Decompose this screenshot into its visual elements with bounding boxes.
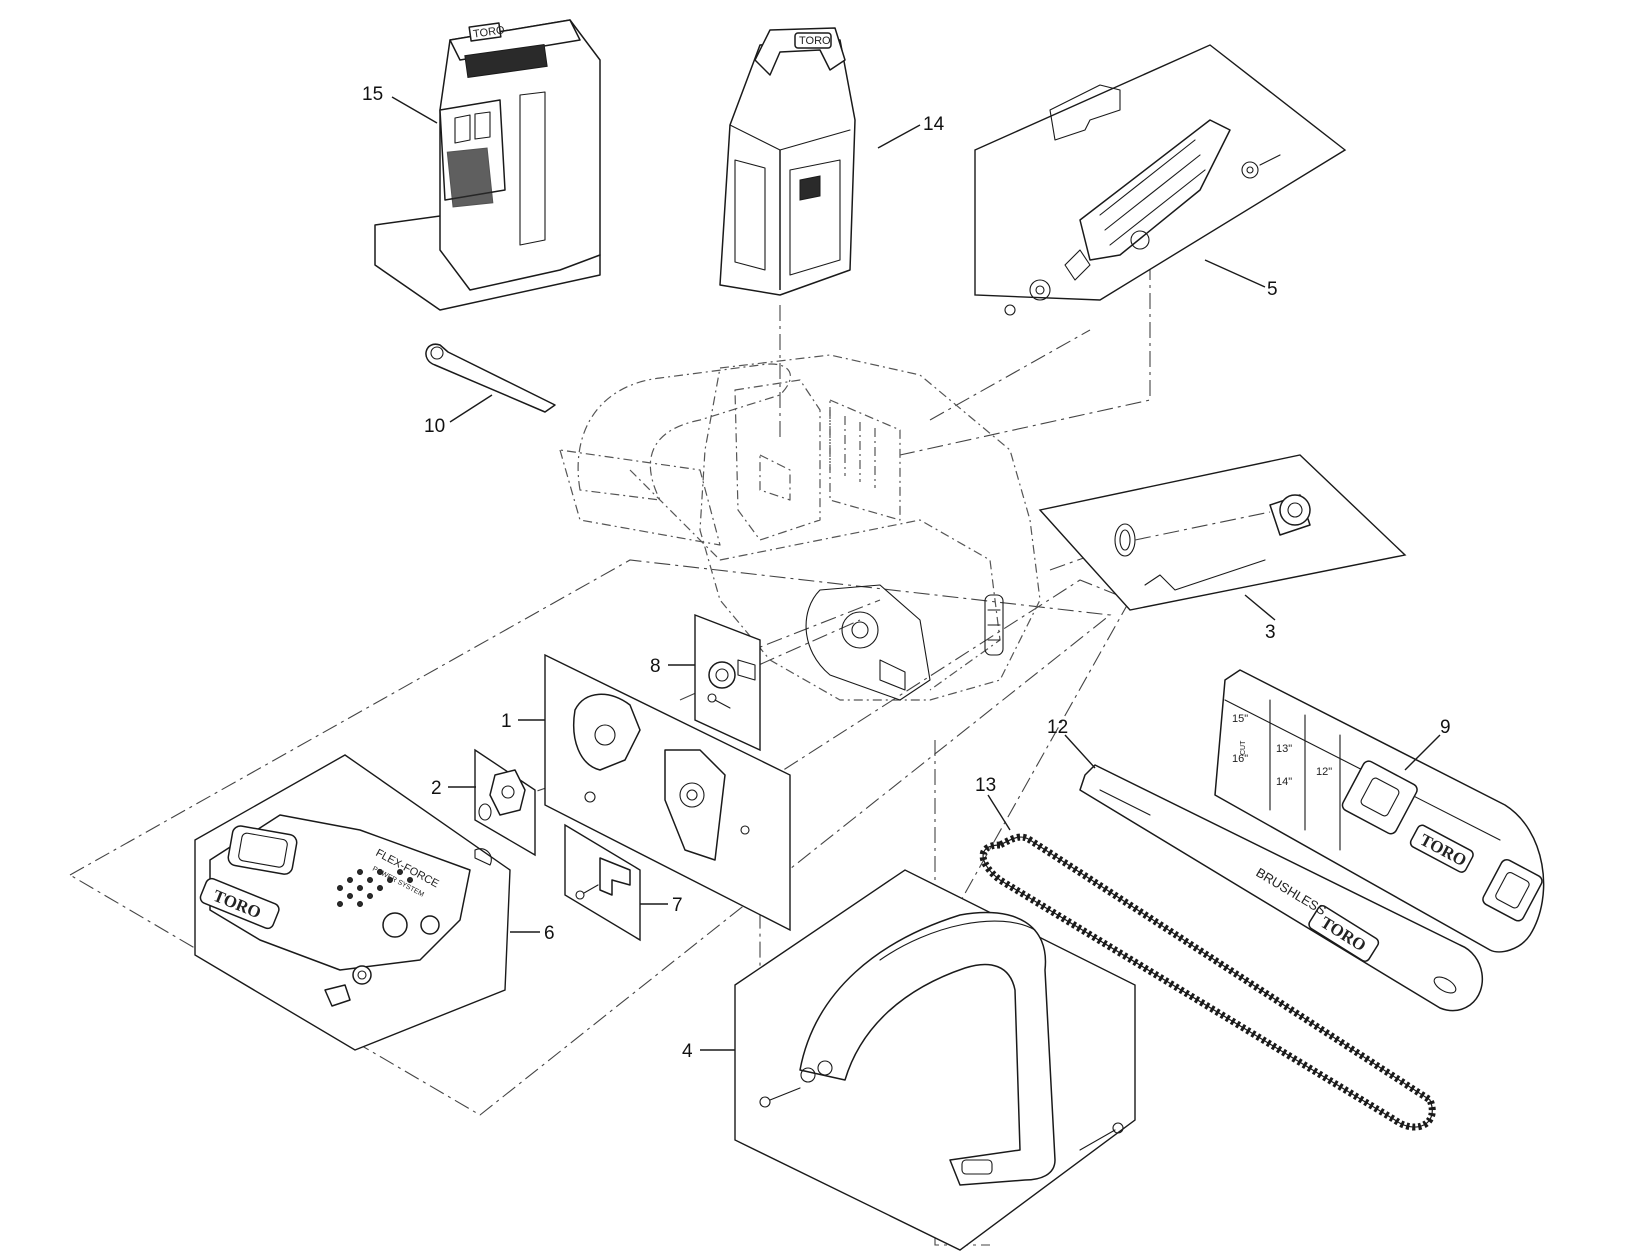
scabbard-size-12: 12" xyxy=(1316,766,1332,778)
callout-8: 8 xyxy=(650,656,661,677)
part-10-wrench xyxy=(425,343,556,413)
scabbard-size-15: 15" xyxy=(1232,713,1248,725)
callout-12: 12 xyxy=(1047,717,1068,738)
part-1-sprocket-plate-kit xyxy=(544,653,791,932)
callouts: 15 14 5 10 3 8 1 2 6 7 4 12 13 9 xyxy=(362,84,1451,1062)
part-8-tensioner-kit xyxy=(694,613,761,752)
callout-leaders xyxy=(391,96,1441,1051)
callout-7: 7 xyxy=(672,895,683,916)
vent-slots xyxy=(829,410,876,488)
battery-brand-text: TORO xyxy=(799,35,831,47)
callout-10: 10 xyxy=(424,416,445,437)
callout-6: 6 xyxy=(544,923,555,944)
part-15-charger: TORO xyxy=(374,19,601,311)
scabbard-cut-text: CUT xyxy=(1240,740,1247,755)
part-14-battery: TORO xyxy=(719,27,856,296)
part-6-side-cover: TORO FLEX-FORCE POWER SYSTEM xyxy=(194,754,511,1051)
callout-9: 9 xyxy=(1440,717,1451,738)
callout-4: 4 xyxy=(682,1041,693,1062)
part-7-bracket xyxy=(564,823,641,942)
part-2-sprocket xyxy=(474,748,536,857)
scabbard-size-13: 13" xyxy=(1276,743,1292,755)
callout-13: 13 xyxy=(975,775,996,796)
callout-5: 5 xyxy=(1267,279,1278,300)
chainsaw-body-phantom xyxy=(559,354,1041,701)
callout-1: 1 xyxy=(501,711,512,732)
callout-2: 2 xyxy=(431,778,442,799)
part-5-side-panel-kit xyxy=(974,44,1347,316)
part-9-scabbard: TORO 15" 16" 13" 14" 12" CUT xyxy=(1214,669,1545,953)
callout-14: 14 xyxy=(923,114,945,135)
callout-15: 15 xyxy=(362,84,383,105)
callout-3: 3 xyxy=(1265,622,1276,643)
part-4-hand-guard xyxy=(734,869,1136,1251)
part-3-oil-cap-kit xyxy=(1038,454,1407,611)
cover-vent-holes xyxy=(337,869,413,907)
scabbard-size-16: 16" xyxy=(1232,753,1248,765)
charger-brand-text: TORO xyxy=(472,24,505,40)
scabbard-size-14: 14" xyxy=(1276,776,1292,788)
part-13-chain xyxy=(979,833,1436,1131)
